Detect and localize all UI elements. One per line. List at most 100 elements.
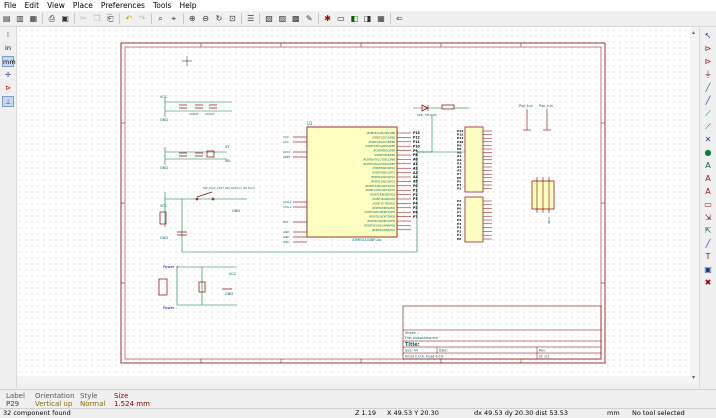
undo-icon[interactable]: ↶ [125, 14, 133, 23]
mcu-body [306, 126, 398, 238]
size-value: 1.524 mm [114, 400, 150, 408]
cvpcb-icon[interactable]: ◧ [350, 14, 359, 23]
junction-icon[interactable]: ● [704, 148, 712, 157]
mcu-right-pin-label: (PCINT9/ADC1)PC1 [372, 172, 395, 175]
toolbar-separator [241, 13, 242, 24]
menu-preferences[interactable]: Preferences [100, 1, 145, 10]
annotate-icon[interactable]: ✎ [305, 14, 313, 23]
units-display: mm [607, 409, 620, 417]
back-annotate-icon[interactable]: ⇐ [396, 14, 403, 23]
footprint-editor-icon[interactable]: ▩ [292, 14, 300, 23]
header-net-label: P4 [457, 222, 461, 226]
bus-bus-entry-icon[interactable]: ⟋ [705, 122, 711, 131]
no-connect-icon[interactable]: ✕ [704, 135, 712, 144]
scroll-up-icon[interactable]: ▴ [692, 29, 696, 36]
graphic-line-icon[interactable]: ╱ [705, 239, 711, 248]
header-net-label: A4 [457, 165, 461, 169]
place-power-icon[interactable]: ⏚ [704, 70, 712, 79]
zoom-fit-icon[interactable]: ⊡ [228, 14, 236, 23]
zoom-out-icon[interactable]: ⊖ [202, 14, 209, 23]
mcu-right-pin-label: (PCINT10/ADC2)PC2 [371, 176, 396, 179]
power-minus-label: Power - [163, 305, 178, 310]
bom-icon[interactable]: ◨ [363, 14, 372, 23]
place-component-icon[interactable]: ⊳ [704, 57, 712, 66]
wire-bus-entry-icon[interactable]: ⟋ [705, 109, 711, 118]
header-top-body [464, 126, 484, 193]
library-browser-icon[interactable]: ▨ [278, 14, 287, 23]
vertical-scrollbar[interactable]: ▴ ▾ [690, 27, 699, 383]
units-mm-button[interactable]: mm [2, 56, 16, 67]
print-icon[interactable]: ⎙ [48, 14, 56, 23]
redo-icon[interactable]: ↷ [138, 14, 146, 23]
toolbar-separator [259, 13, 261, 24]
hidden-pins-icon[interactable]: ⊳ [5, 84, 11, 92]
header-bottom-body [464, 196, 484, 243]
erc-icon[interactable]: ✱ [324, 14, 331, 23]
add-sheet-pin-icon[interactable]: ⇱ [704, 226, 712, 235]
hierarchical-sheet-icon[interactable]: ▭ [704, 200, 712, 209]
menu-help[interactable]: Help [179, 1, 197, 10]
menu-tools[interactable]: Tools [152, 1, 172, 10]
import-sheet-pin-icon[interactable]: ⇲ [704, 213, 712, 222]
mcu-left-pin-label: GND [283, 235, 289, 239]
paste-icon[interactable]: ⎗ [107, 14, 114, 23]
global-label-icon[interactable]: A [705, 174, 711, 183]
left-toolbar: ⁞ in mm ✛ ⊳ ⊥ [0, 27, 17, 388]
toolbar-separator [389, 13, 391, 24]
plot-icon[interactable]: ▣ [61, 14, 69, 23]
menu-view[interactable]: View [47, 1, 65, 10]
new-sheet-icon[interactable]: ▤ [2, 14, 11, 23]
mcu-right-pin-label: (PCINT11/ADC3)PC3 [371, 180, 396, 183]
mcu-right-pin-label: (PCINT16/RXD)PD0 [372, 198, 395, 201]
scroll-down-icon[interactable]: ▾ [692, 374, 696, 381]
pcbnew-icon[interactable]: ▦ [377, 14, 385, 23]
svg-text:VCC: VCC [229, 272, 237, 276]
header-net-label: P4 [457, 183, 461, 187]
tb-kicad: KiCad E.D.A. kicad 4.0.6 [405, 355, 443, 359]
find-replace-icon[interactable]: ⌖ [171, 14, 177, 23]
pwr-tun-label-2: Pwr_tun [539, 104, 553, 108]
units-inches-button[interactable]: in [5, 44, 11, 52]
menu-place[interactable]: Place [72, 1, 93, 10]
wire-angle-icon[interactable]: ⊥ [2, 96, 14, 107]
redraw-icon[interactable]: ↻ [215, 14, 223, 23]
library-editor-icon[interactable]: ▧ [265, 14, 273, 23]
svg-text:VCC: VCC [160, 204, 168, 208]
icsp-pins [536, 177, 550, 213]
schematic-canvas[interactable]: VCC GND 100nF 100nF XT XB GND [17, 27, 690, 376]
menu-file[interactable]: File [4, 1, 17, 10]
graphic-text-icon[interactable]: T [705, 252, 711, 261]
tb-file: File: boboshina.sch [405, 336, 438, 340]
add-image-icon[interactable]: ▣ [704, 265, 712, 274]
cursor-shape-icon[interactable]: ✛ [5, 71, 11, 79]
cut-icon[interactable]: ✂ [80, 14, 87, 23]
select-tool-icon[interactable]: ↖ [704, 31, 712, 40]
find-icon[interactable]: ⌕ [158, 14, 163, 23]
grid-toggle-icon[interactable]: ⁞ [6, 31, 10, 39]
save-icon[interactable]: ▦ [29, 14, 38, 23]
svg-text:XT: XT [225, 145, 230, 149]
place-wire-icon[interactable]: ╱ [705, 83, 711, 92]
mcu-right-pin-label: (PCINT7/XTAL2/TOSC2)PB7 [363, 163, 396, 166]
hierarchical-label-icon[interactable]: A [705, 187, 711, 196]
highlight-net-icon[interactable]: ⊳ [704, 44, 712, 53]
delete-item-icon[interactable]: ✖ [704, 278, 712, 287]
netlist-icon[interactable]: ▭ [337, 14, 345, 23]
toolbar-separator [73, 13, 75, 24]
menu-edit[interactable]: Edit [24, 1, 40, 10]
mcu-right-pin-label: (PCINT21/OC0B/T1)PD5 [367, 220, 396, 223]
copy-icon[interactable]: ❐ [93, 14, 101, 23]
mcu-left-pin-label: GND [283, 240, 289, 244]
hierarchy-icon[interactable]: ☰ [247, 14, 255, 23]
zoom-in-icon[interactable]: ⊕ [188, 14, 196, 23]
power-wires [176, 266, 237, 306]
place-bus-icon[interactable]: ╱ [705, 96, 711, 105]
open-icon[interactable]: ▥ [16, 14, 24, 23]
mcu-net-label: P11 [413, 140, 420, 144]
net-label-icon[interactable]: A [705, 161, 711, 170]
header-net-label: A0 [457, 151, 461, 155]
horizontal-scrollbar[interactable] [17, 376, 690, 383]
